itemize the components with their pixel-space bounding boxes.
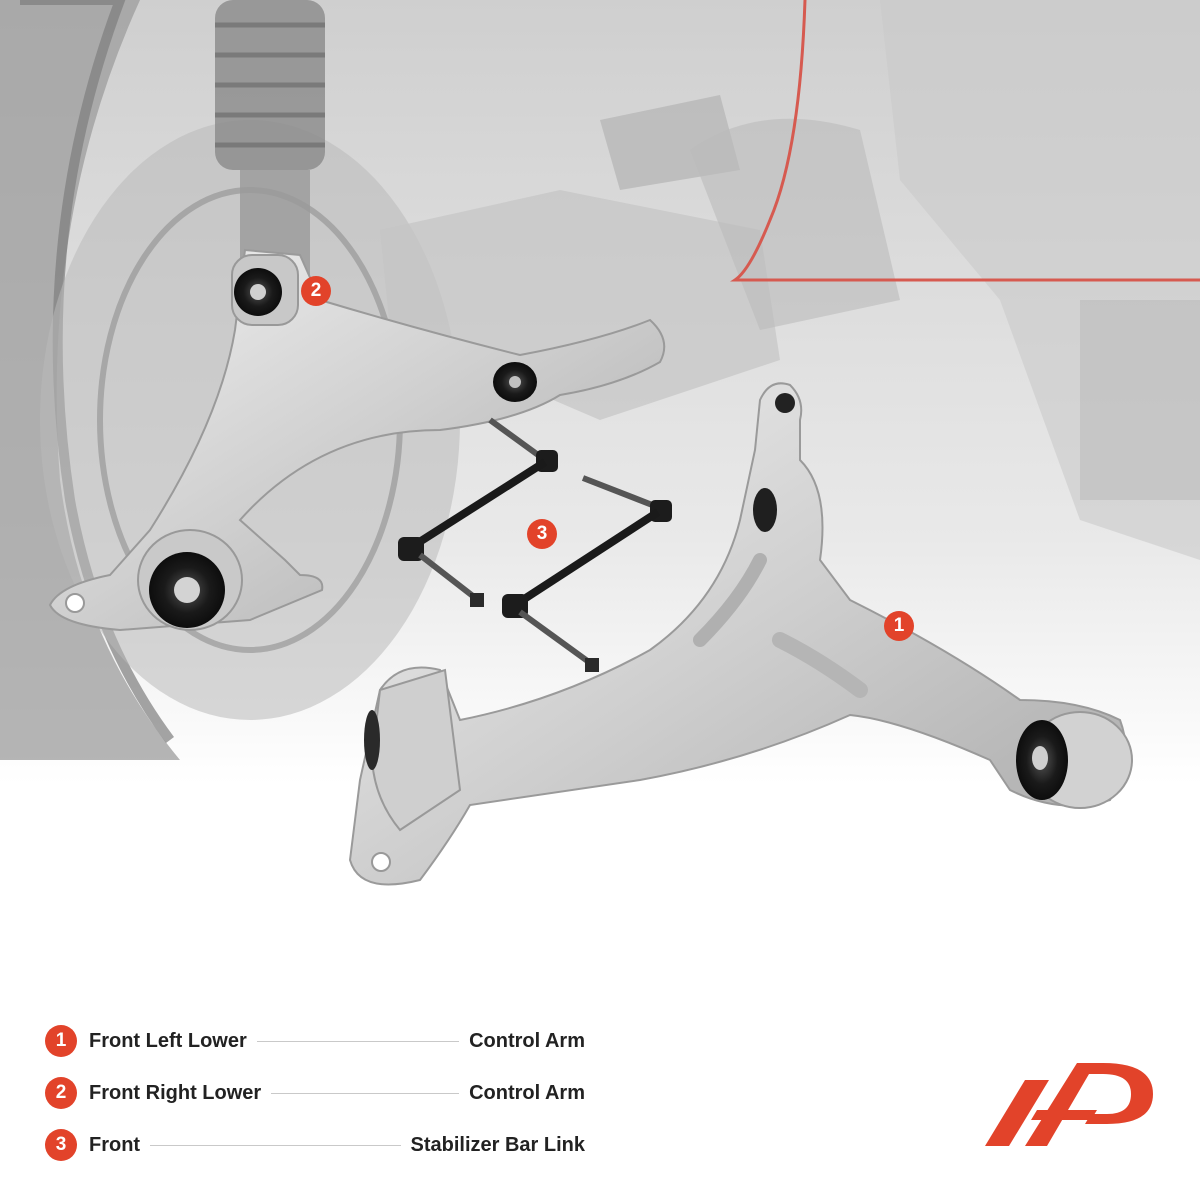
background-vehicle xyxy=(0,0,1200,980)
legend-leader-line xyxy=(150,1144,401,1146)
legend-leader-line xyxy=(256,1040,460,1042)
callout-2: 2 xyxy=(301,276,331,306)
legend-row: 3 Front Stabilizer Bar Link xyxy=(45,1119,585,1171)
brand-logo xyxy=(985,1063,1153,1146)
callout-1: 1 xyxy=(884,611,914,641)
legend-number: 3 xyxy=(45,1129,77,1161)
legend-part-position: Front xyxy=(89,1133,141,1156)
legend-number: 1 xyxy=(45,1025,77,1057)
left-lower-control-arm xyxy=(348,382,1133,886)
legend-number: 2 xyxy=(45,1077,77,1109)
legend-part-position: Front Right Lower xyxy=(89,1081,262,1104)
right-lower-control-arm xyxy=(48,248,666,632)
legend-part-type: Control Arm xyxy=(469,1029,585,1052)
legend-part-position: Front Left Lower xyxy=(89,1029,247,1052)
legend-leader-line xyxy=(271,1092,460,1094)
stabilizer-bar-links xyxy=(398,417,672,672)
legend-row: 1 Front Left Lower Control Arm xyxy=(45,1015,585,1067)
callout-3: 3 xyxy=(527,519,557,549)
legend-row: 2 Front Right Lower Control Arm xyxy=(45,1067,585,1119)
parts-legend: 1 Front Left Lower Control Arm 2 Front R… xyxy=(45,1015,585,1171)
legend-part-type: Control Arm xyxy=(469,1081,585,1104)
legend-part-type: Stabilizer Bar Link xyxy=(410,1133,586,1156)
